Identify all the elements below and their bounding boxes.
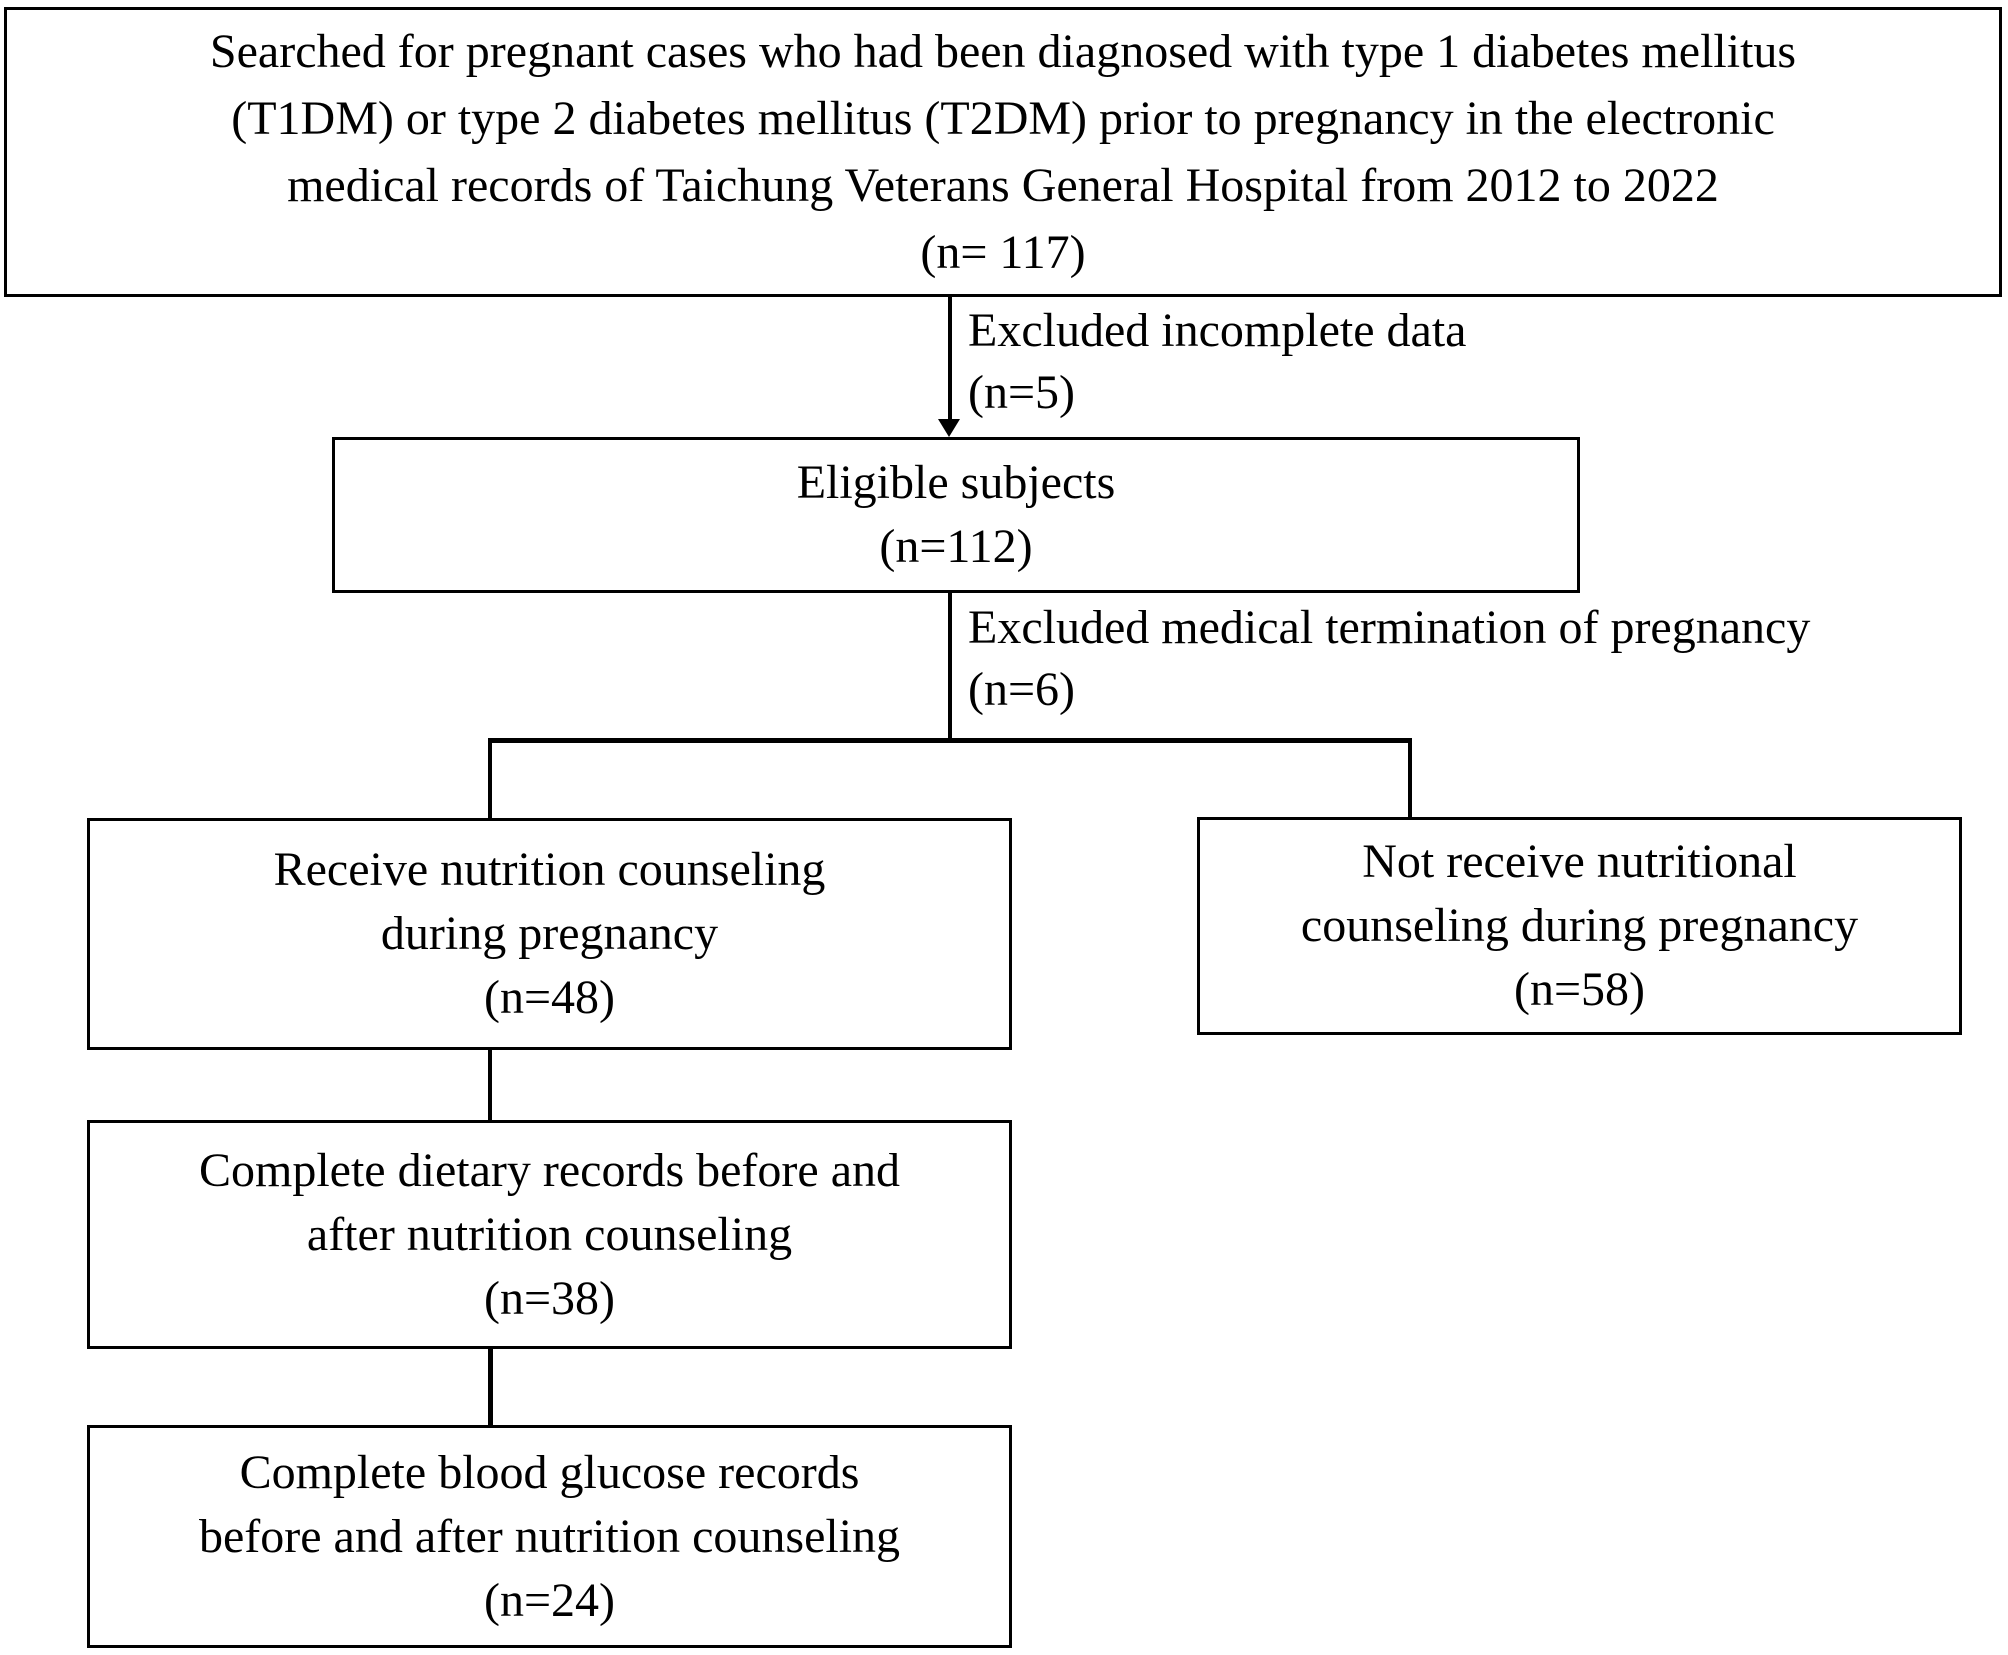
no-counseling-line-2: counseling during pregnancy xyxy=(1300,899,1859,952)
receive-counseling-line-2: during pregnancy xyxy=(380,907,719,960)
connector-branch-horizontal xyxy=(488,738,1412,743)
label-excluded-termination: Excluded medical termination of pregnanc… xyxy=(968,597,1810,721)
excluded-termination-text: Excluded medical termination of pregnanc… xyxy=(968,601,1811,654)
box-searched-records: Searched for pregnant cases who had been… xyxy=(4,7,2002,297)
eligible-subjects-count: (n=112) xyxy=(879,520,1033,573)
box-glucose-records: Complete blood glucose records before an… xyxy=(87,1425,1012,1648)
excluded-incomplete-text: Excluded incomplete data xyxy=(968,304,1467,357)
searched-records-line-3: medical records of Taichung Veterans Gen… xyxy=(287,159,1719,212)
connector-branch-right-drop xyxy=(1408,738,1412,819)
searched-records-count: (n= 117) xyxy=(920,226,1086,279)
dietary-records-line-1: Complete dietary records before and xyxy=(198,1143,901,1197)
label-excluded-incomplete: Excluded incomplete data (n=5) xyxy=(968,300,1466,424)
connector-eligible-to-branch xyxy=(948,593,952,743)
receive-counseling-count: (n=48) xyxy=(483,971,616,1024)
excluded-incomplete-count: (n=5) xyxy=(968,366,1076,419)
connector-counseling-to-dietary xyxy=(488,1050,492,1120)
connector-branch-left-drop xyxy=(488,738,492,820)
no-counseling-count: (n=58) xyxy=(1513,963,1646,1016)
no-counseling-line-1: Not receive nutritional xyxy=(1362,835,1797,888)
connector-dietary-to-glucose xyxy=(488,1349,493,1425)
eligible-subjects-text: Eligible subjects xyxy=(796,456,1116,509)
excluded-termination-count: (n=6) xyxy=(968,663,1076,716)
box-no-counseling: Not receive nutritional counseling durin… xyxy=(1197,817,1962,1035)
dietary-records-count: (n=38) xyxy=(483,1271,616,1325)
connector-top-to-eligible xyxy=(948,297,952,421)
arrowhead-down-icon xyxy=(938,419,960,437)
dietary-records-line-2: after nutrition counseling xyxy=(306,1207,793,1261)
glucose-records-line-1: Complete blood glucose records xyxy=(239,1445,860,1499)
glucose-records-count: (n=24) xyxy=(483,1573,616,1627)
searched-records-line-1: Searched for pregnant cases who had been… xyxy=(209,25,1797,78)
searched-records-line-2: (T1DM) or type 2 diabetes mellitus (T2DM… xyxy=(231,92,1775,145)
box-eligible-subjects: Eligible subjects (n=112) xyxy=(332,437,1580,593)
receive-counseling-line-1: Receive nutrition counseling xyxy=(273,843,826,896)
box-receive-counseling: Receive nutrition counseling during preg… xyxy=(87,818,1012,1050)
box-dietary-records: Complete dietary records before and afte… xyxy=(87,1120,1012,1349)
glucose-records-line-2: before and after nutrition counseling xyxy=(198,1509,901,1563)
